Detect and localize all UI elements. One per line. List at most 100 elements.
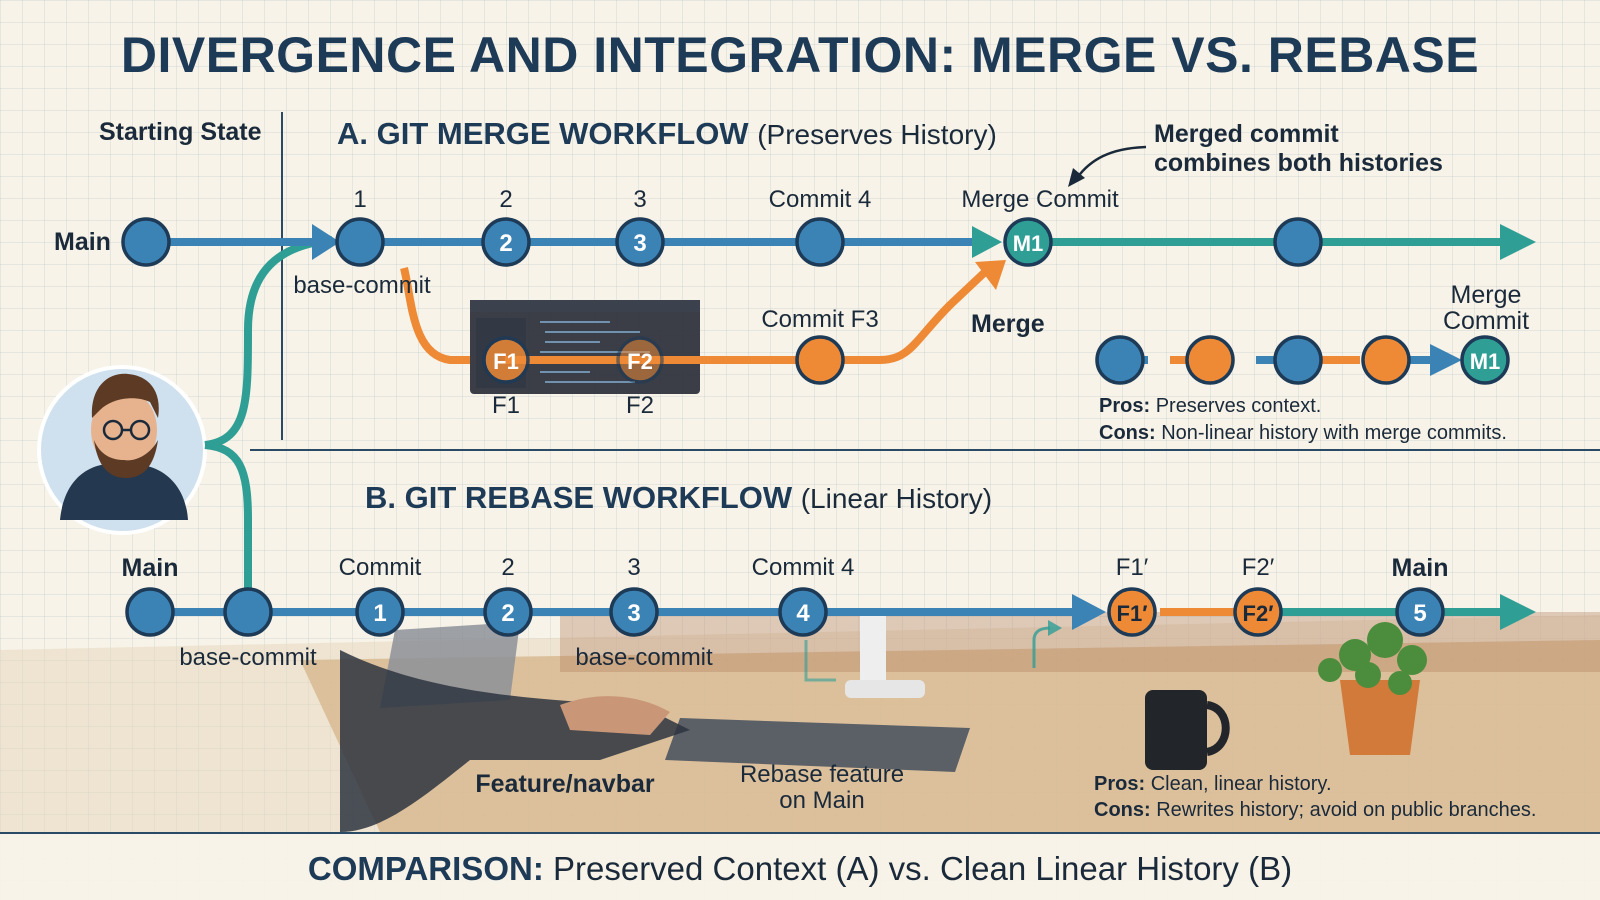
monitor-stand-icon	[860, 615, 886, 685]
starting-state-label: Starting State	[99, 118, 262, 146]
merge-main-label: Main	[54, 228, 111, 256]
rebase-pros-label: Pros:	[1094, 773, 1146, 795]
merge-main-end-arrow	[1500, 224, 1536, 260]
rebase-commit-4-node	[778, 587, 828, 637]
rebase-cons-text: Rewrites history; avoid on public branch…	[1156, 799, 1537, 821]
rebase-main-label: Main	[121, 554, 179, 582]
merge-subtitle-text: (Preserves History)	[757, 119, 997, 150]
merge-commit-3-label: 3	[633, 186, 647, 213]
feature-f2-text: F2	[627, 349, 653, 374]
feature-merge-arrow	[975, 260, 1006, 290]
mug-icon	[1145, 690, 1207, 770]
merge-commit-1-label: 1	[353, 186, 367, 213]
merge-commit-4-label: Commit 4	[768, 186, 872, 213]
developer-avatar	[37, 365, 207, 535]
rebase-base-commit-node	[223, 587, 273, 637]
rebase-commit-5-text: 5	[1413, 600, 1426, 627]
footer-text: Preserved Context (A) vs. Clean Linear H…	[552, 850, 1293, 887]
rebase-subtitle-text: (Linear History)	[800, 483, 993, 514]
rebase-commit-3-node	[609, 587, 659, 637]
merge-cons-label: Cons:	[1099, 422, 1156, 444]
feature-f1-node	[482, 336, 530, 384]
rebase-commit-3-label: 3	[627, 554, 641, 581]
rebase-f2-text: F2′	[1243, 601, 1274, 626]
rebase-commit-3-text: 3	[627, 600, 640, 627]
merge-commit-2-node	[481, 217, 531, 267]
merge-main-start-arrow	[312, 224, 340, 260]
merge-pros: Pros: Preserves context.	[1099, 396, 1321, 416]
keyboard-icon	[665, 718, 970, 772]
merge-commit-4-node	[795, 217, 845, 267]
merge-main-arrow	[972, 226, 1002, 258]
merge-main-origin-node	[121, 217, 171, 267]
summary-m1-text: M1	[1470, 349, 1501, 374]
rebase-f2-label: F2′	[1241, 554, 1275, 581]
rebase-main-arrow	[1072, 594, 1106, 630]
feature-branch-label: Feature/navbar	[475, 770, 655, 798]
rebase-commit-2-text: 2	[501, 600, 514, 627]
merge-pros-label: Pros:	[1099, 395, 1151, 417]
summary-main-node-1	[1095, 335, 1145, 385]
rebase-base-commit-label-2: base-commit	[575, 644, 713, 671]
merge-post-commit-node	[1273, 217, 1323, 267]
summary-m1-node	[1460, 335, 1510, 385]
rebase-section-title: B. GIT REBASE WORKFLOW (Linear History)	[365, 482, 992, 513]
merge-commit-2-text: 2	[499, 230, 512, 257]
rebase-cons: Cons: Rewrites history; avoid on public …	[1094, 800, 1536, 820]
rebase-cons-label: Cons:	[1094, 799, 1151, 821]
footer-label: COMPARISON:	[307, 850, 544, 887]
merge-base-commit-label: base-commit	[293, 272, 431, 299]
avatar-to-rebase-branch	[204, 441, 252, 610]
rebase-end-arrow	[1500, 594, 1536, 630]
feature-f3-node	[795, 335, 845, 385]
merge-commit-m1-label: Merge Commit	[961, 186, 1119, 213]
rebase-base-commit-label-1: base-commit	[179, 644, 317, 671]
rebase-commit-1-node	[355, 587, 405, 637]
summary-feature-node-1	[1185, 335, 1235, 385]
merge-commit-1-node	[335, 217, 385, 267]
feature-f1-label: F1	[491, 392, 521, 419]
plant-pot-icon	[1340, 680, 1420, 755]
rebase-main-end-label: Main	[1391, 554, 1449, 582]
rebase-commit-1-label: Commit	[338, 554, 422, 581]
rebase-note-label: Rebase feature on Main	[739, 761, 905, 815]
rebase-commit-4-text: 4	[796, 600, 810, 627]
hands-icon	[340, 650, 690, 832]
feature-f3-label: Commit F3	[761, 306, 879, 333]
rebase-main-origin-node	[125, 587, 175, 637]
rebase-commit-4-label: Commit 4	[751, 554, 855, 581]
merge-commit-3-node	[615, 217, 665, 267]
rebase-f1-node	[1107, 587, 1157, 637]
merge-section-title: A. GIT MERGE WORKFLOW (Preserves History…	[337, 118, 997, 149]
summary-feature-node-2	[1361, 335, 1411, 385]
page-title: DIVERGENCE AND INTEGRATION: MERGE VS. RE…	[120, 27, 1480, 83]
merge-cons: Cons: Non-linear history with merge comm…	[1099, 423, 1507, 443]
merge-commit-3-text: 3	[633, 230, 646, 257]
merge-pros-text: Preserves context.	[1155, 395, 1322, 417]
merge-commit-m1-node	[1003, 217, 1053, 267]
rebase-title-text: B. GIT REBASE WORKFLOW	[365, 480, 793, 515]
avatar-to-merge-branch	[204, 236, 333, 449]
rebase-hint-line	[804, 640, 836, 682]
rebase-commit-1-text: 1	[373, 600, 386, 627]
rebase-pros-text: Clean, linear history.	[1150, 773, 1332, 795]
feature-f1-text: F1	[493, 349, 519, 374]
feature-f2-label: F2	[625, 392, 655, 419]
merge-commit-2-label: 2	[499, 186, 513, 213]
feature-f2-node	[616, 336, 664, 384]
footer-bar	[0, 832, 1600, 900]
callout-arrow	[1075, 145, 1147, 179]
merge-commit-m1-text: M1	[1013, 231, 1044, 256]
summary-merge-commit-label: Merge Commit	[1442, 281, 1530, 336]
feature-merge-path	[840, 269, 988, 364]
merge-callout: Merged commit combines both histories	[1154, 120, 1443, 177]
rebase-commit-2-node	[483, 587, 533, 637]
plant-icon	[1318, 622, 1427, 695]
desk-photo-illustration	[0, 612, 1600, 832]
summary-main-node-2	[1273, 335, 1323, 385]
feature-branch-out	[400, 267, 470, 364]
rebase-commit-5-node	[1395, 587, 1445, 637]
rebase-f1-label: F1′	[1115, 554, 1149, 581]
rebase-f1-text: F1′	[1117, 601, 1148, 626]
rebase-pros: Pros: Clean, linear history.	[1094, 774, 1332, 794]
